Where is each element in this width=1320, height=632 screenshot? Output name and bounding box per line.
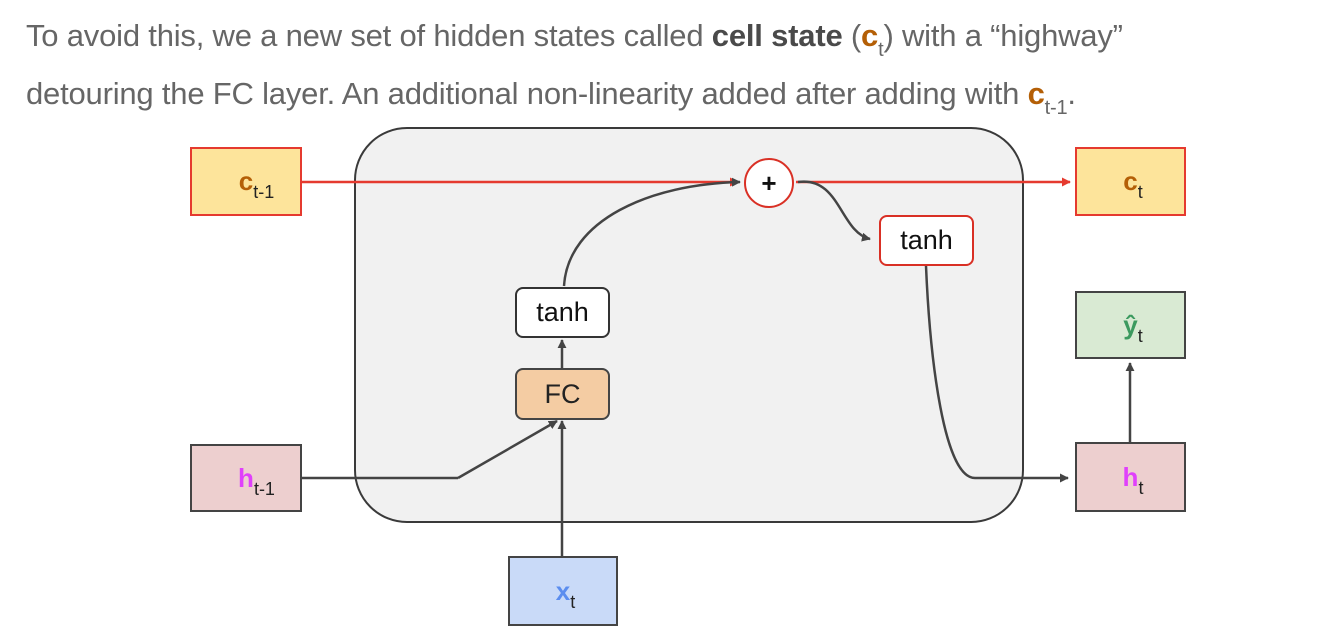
- caption-text: To avoid this, we a new set of hidden st…: [26, 18, 712, 53]
- var-subscript: t: [1137, 325, 1143, 346]
- var-subscript: t-1: [253, 182, 275, 202]
- caption-c-prev-symbol: ct-1: [1027, 76, 1068, 119]
- var-letter: h: [238, 462, 254, 493]
- tanh-outer-box: tanh: [879, 215, 974, 266]
- tanh-inner-label: tanh: [536, 297, 589, 327]
- caption-text: (: [842, 18, 862, 53]
- plus-to-tanh-curve: [797, 180, 871, 242]
- cell-block: [354, 127, 1024, 523]
- caption: To avoid this, we a new set of hidden st…: [26, 14, 1296, 130]
- var-subscript: t: [570, 591, 576, 612]
- var-letter: ŷ: [1123, 309, 1138, 340]
- hidden-to-fc-arrow: [457, 419, 558, 480]
- caption-line-2: detouring the FC layer. An additional no…: [26, 72, 1296, 130]
- var-letter: c: [1123, 166, 1138, 196]
- tanh-outer-label: tanh: [900, 225, 953, 255]
- tanh-to-hidden-curve: [924, 265, 1069, 483]
- tanh-to-plus-curve: [562, 177, 741, 287]
- fc-label: FC: [544, 378, 581, 409]
- tanh-inner-box: tanh: [515, 287, 610, 338]
- caption-c-subscript: t-1: [1044, 97, 1068, 119]
- caption-c-subscript: t: [878, 39, 884, 61]
- var-letter: h: [1122, 461, 1139, 492]
- add-node: +: [744, 158, 794, 208]
- caption-c-letter: c: [1027, 76, 1045, 111]
- var-letter: x: [555, 575, 571, 606]
- fc-layer-box: FC: [515, 368, 610, 420]
- caption-bold-term: cell state: [711, 18, 843, 53]
- var-letter: c: [238, 166, 254, 196]
- caption-c-symbol: ct: [861, 18, 884, 61]
- var-subscript: t: [1137, 182, 1143, 202]
- caption-line-1: To avoid this, we a new set of hidden st…: [26, 14, 1296, 72]
- caption-text: ) with a “highway”: [883, 18, 1123, 53]
- var-subscript: t-1: [253, 478, 275, 499]
- plus-icon: +: [761, 167, 777, 198]
- caption-text: .: [1067, 76, 1076, 111]
- caption-c-letter: c: [861, 18, 879, 53]
- caption-text: detouring the FC layer. An additional no…: [26, 76, 1028, 111]
- var-subscript: t: [1138, 477, 1144, 498]
